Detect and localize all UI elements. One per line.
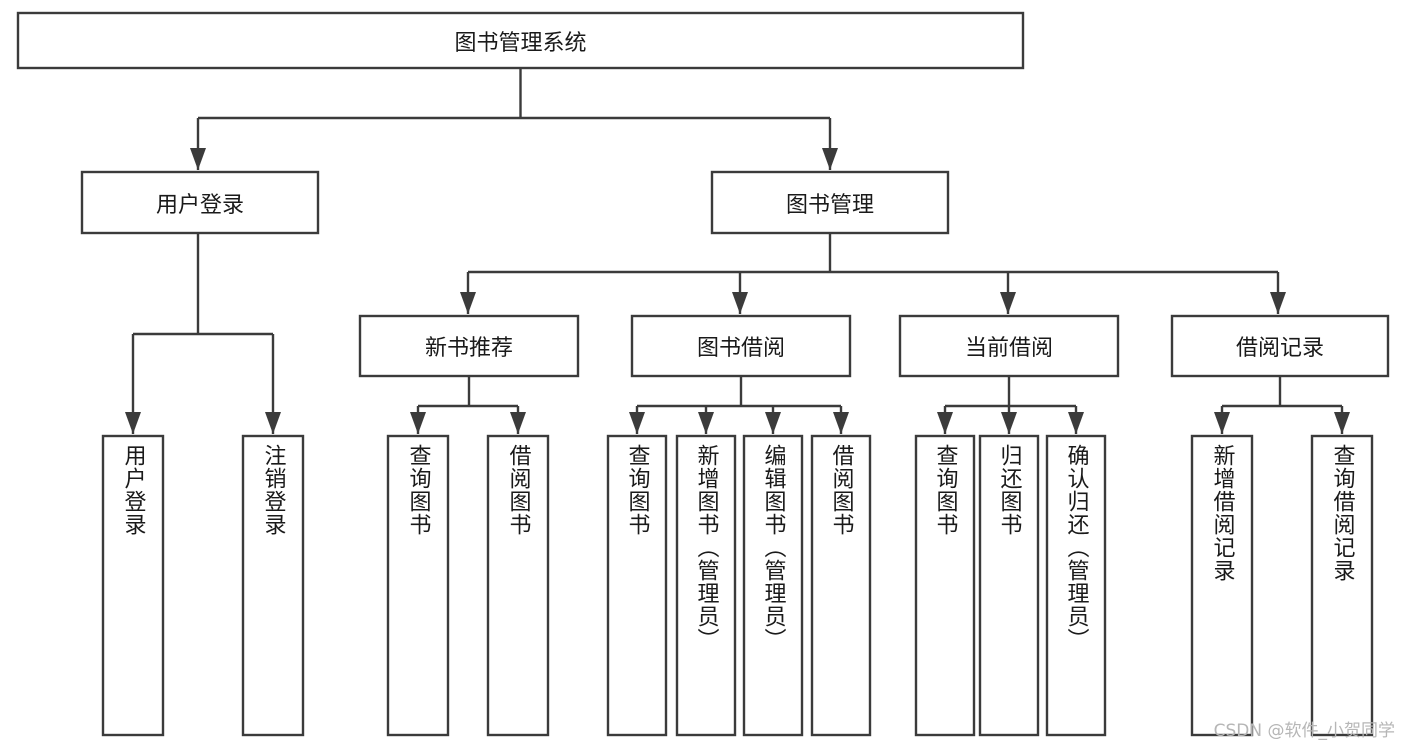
node-box-leaf-borrow-book-1[interactable] [486, 434, 550, 737]
node-box-leaf-logout[interactable] [241, 434, 305, 737]
node-box-leaf-borrow-book-2[interactable] [810, 434, 872, 737]
node-box-leaf-edit-book[interactable] [742, 434, 804, 737]
arrow-head-icon [510, 412, 526, 434]
arrow-head-icon [765, 412, 781, 434]
node-box-user-login[interactable] [80, 170, 320, 235]
node-box-borrow-record[interactable] [1170, 314, 1390, 378]
node-box-leaf-query-book-3[interactable] [914, 434, 976, 737]
arrow-head-icon [1001, 412, 1017, 434]
connectors-layer [125, 68, 1350, 434]
arrow-head-icon [1270, 292, 1286, 314]
node-box-current-borrow[interactable] [898, 314, 1120, 378]
arrow-head-icon [1068, 412, 1084, 434]
node-box-leaf-user-login[interactable] [101, 434, 165, 737]
arrow-head-icon [1334, 412, 1350, 434]
arrow-head-icon [1000, 292, 1016, 314]
arrow-head-icon [937, 412, 953, 434]
node-box-leaf-return-book[interactable] [978, 434, 1040, 737]
arrow-head-icon [265, 412, 281, 434]
node-box-leaf-query-book-2[interactable] [606, 434, 668, 737]
node-box-leaf-add-book[interactable] [675, 434, 737, 737]
node-box-leaf-add-record[interactable] [1190, 434, 1254, 737]
arrow-head-icon [1214, 412, 1230, 434]
node-box-book-manage[interactable] [710, 170, 950, 235]
node-box-leaf-confirm-return[interactable] [1045, 434, 1107, 737]
node-boxes-layer [16, 11, 1390, 737]
arrow-head-icon [629, 412, 645, 434]
node-box-root[interactable] [16, 11, 1025, 70]
arrow-head-icon [698, 412, 714, 434]
arrow-head-icon [125, 412, 141, 434]
arrow-head-icon [460, 292, 476, 314]
arrow-head-icon [190, 148, 206, 170]
arrow-head-icon [822, 148, 838, 170]
node-box-leaf-query-record[interactable] [1310, 434, 1374, 737]
node-box-leaf-query-book-1[interactable] [386, 434, 450, 737]
node-box-new-book-rec[interactable] [358, 314, 580, 378]
node-box-book-borrow[interactable] [630, 314, 852, 378]
arrow-head-icon [833, 412, 849, 434]
arrow-head-icon [732, 292, 748, 314]
arrow-head-icon [410, 412, 426, 434]
